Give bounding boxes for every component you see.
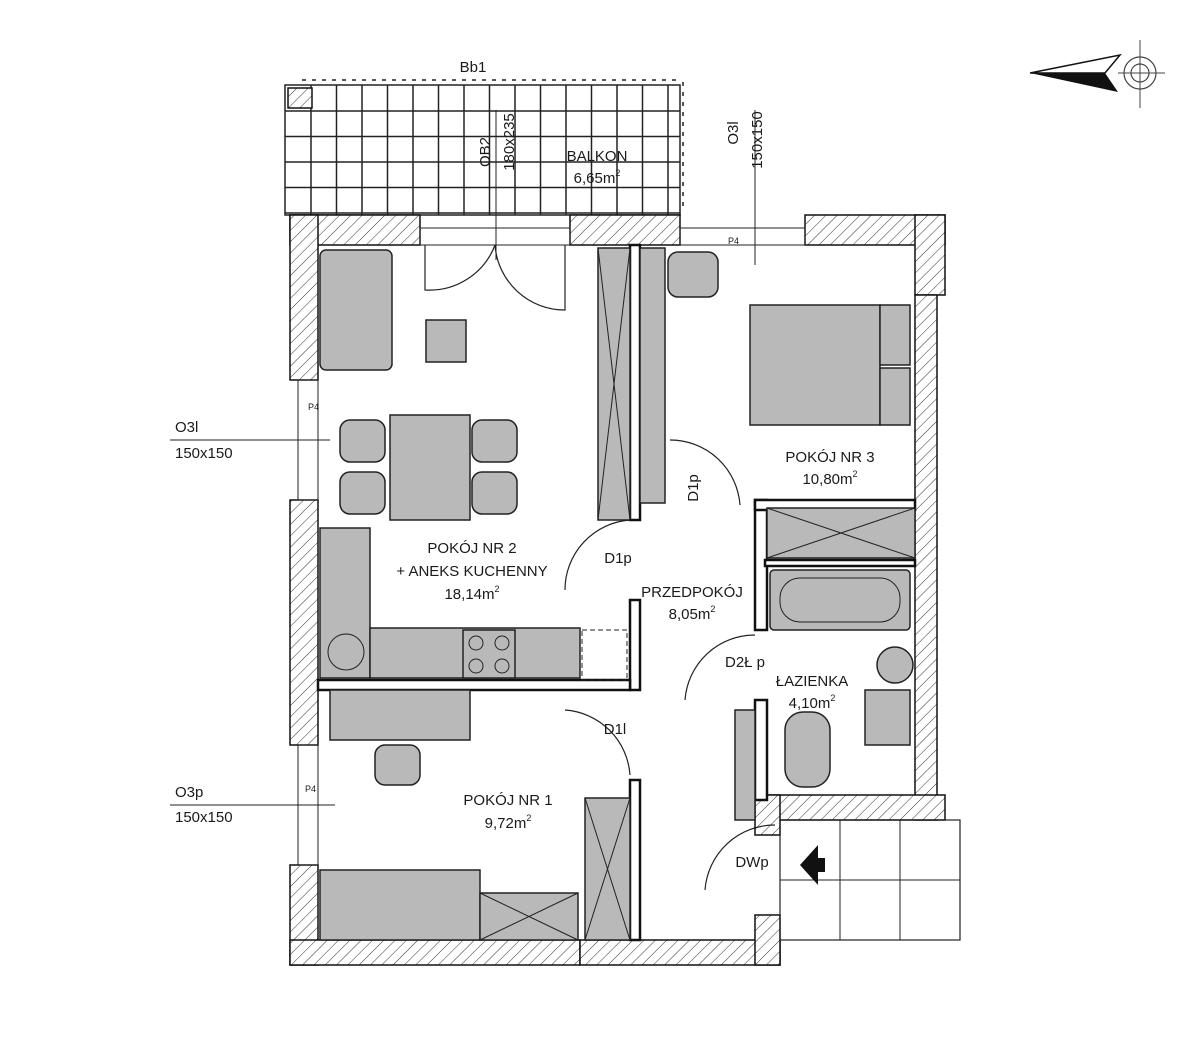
window-ob2-code: OB2: [477, 137, 494, 167]
pokoj1-area: 9,72m2: [485, 813, 532, 832]
balcony: [284, 79, 684, 216]
door-d2lp-label: D2Ł p: [725, 654, 765, 671]
entrance-arrow-icon: [800, 845, 825, 885]
window-p4-label-bottom: P4: [305, 784, 316, 794]
pokoj1-label: POKÓJ NR 1: [463, 792, 552, 809]
doors: [424, 244, 776, 891]
lazienka-label: ŁAZIENKA: [776, 673, 849, 690]
sofa: [319, 249, 393, 371]
window-o3l-top-size: 150x150: [749, 111, 766, 169]
washing-machine: [864, 689, 911, 746]
kitchen-counter: [319, 527, 371, 679]
przedpokoj-area: 8,05m2: [669, 604, 716, 623]
door-d1p-vertical-label: D1p: [685, 474, 702, 502]
dining-table: [389, 414, 471, 521]
pokoj2-label: POKÓJ NR 2: [427, 540, 516, 557]
window-p4-label: P4: [308, 402, 319, 412]
pokoj2-label-2: + ANEKS KUCHENNY: [396, 563, 547, 580]
balkon-area: 6,65m2: [574, 168, 621, 187]
sink: [327, 633, 365, 671]
window-o3l-left-code: O3l: [175, 419, 198, 436]
bathtub: [769, 569, 911, 631]
window-o3l-left-size: 150x150: [175, 445, 233, 462]
window-bb1-label: Bb1: [460, 59, 487, 76]
north-arrow-icon: [1029, 40, 1165, 108]
furniture: [319, 247, 961, 941]
pokoj2-area: 18,14m2: [444, 584, 499, 603]
window-o3l-top-code: O3l: [725, 121, 742, 144]
pokoj3-area: 10,80m2: [802, 469, 857, 488]
bed-1: [319, 869, 481, 941]
coffee-table: [425, 319, 467, 363]
window-o3p-left-size: 150x150: [175, 809, 233, 826]
door-dwp-label: DWp: [735, 854, 768, 871]
washbasin: [876, 646, 914, 684]
interior-walls: [316, 243, 917, 942]
door-d1p-label: D1p: [604, 550, 632, 567]
toilet: [784, 711, 831, 788]
balkon-label: BALKON: [567, 148, 628, 165]
desk: [329, 689, 471, 741]
outer-walls: [289, 214, 946, 966]
window-o3p-left-code: O3p: [175, 784, 203, 801]
przedpokoj-label: PRZEDPOKÓJ: [641, 584, 743, 601]
window-p4-label-top: P4: [728, 236, 739, 246]
bed: [749, 304, 881, 426]
door-d1l-label: D1l: [604, 721, 627, 738]
pokoj3-label: POKÓJ NR 3: [785, 449, 874, 466]
lazienka-area: 4,10m2: [789, 693, 836, 712]
window-ob2-size: 180x235: [501, 113, 518, 171]
